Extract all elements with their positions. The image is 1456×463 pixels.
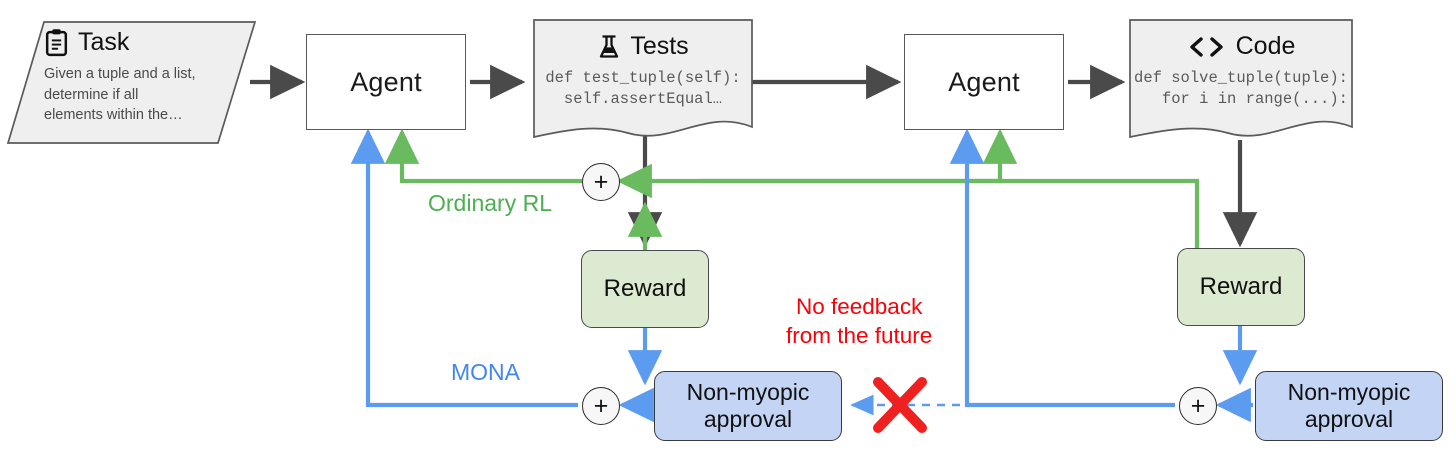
code-title: Code [1235,32,1296,60]
ordinary-rl-label: Ordinary RL [424,190,556,217]
reward1-label: Reward [603,275,687,302]
code-node: Code def solve_tuple(tuple): for i in ra… [1130,20,1352,140]
ordinary-rl-wires [384,128,1200,250]
sum-blue-right-symbol: + [1190,391,1206,420]
reward2-box: Reward [1177,248,1305,326]
sum-node-blue-right: + [1179,387,1217,425]
tests-document-shape [533,19,753,139]
sum-node-blue-left: + [582,387,620,425]
reward2-label: Reward [1199,273,1283,300]
clipboard-icon [44,28,69,57]
approval2-box: Non-myopic approval [1255,371,1443,441]
approval1-line2: approval [703,406,793,432]
tests-node: Tests def test_tuple(self): self.assertE… [534,20,752,140]
no-feedback-line1: No feedback [795,294,923,319]
code-inner: Code def solve_tuple(tuple): for i in ra… [1130,32,1352,110]
code-brackets-icon [1187,36,1227,58]
agent2-box[interactable]: Agent [904,34,1064,130]
agent1-label: Agent [350,66,422,97]
tests-title: Tests [630,32,689,60]
mona-label: MONA [447,359,524,386]
agent1-box[interactable]: Agent [306,34,466,130]
approval2-line1: Non-myopic [1287,378,1411,405]
approval1-line1: Non-myopic [686,378,810,405]
task-title: Task [78,28,130,56]
blue-sum-right-to-agent2 [949,128,1175,408]
no-feedback-note: No feedback from the future [782,293,937,351]
tests-code: def test_tuple(self): self.assertEqual… [545,69,741,108]
green-reward2-to-sum [616,163,1200,248]
mona-wires [350,128,1258,423]
code-header: Code [1187,32,1296,61]
green-sum-to-agent1 [384,128,582,184]
tests-inner: Tests def test_tuple(self): self.assertE… [534,32,752,110]
task-parallelogram-shape [6,21,257,144]
task-description: Given a tuple and a list, determine if a… [44,66,196,124]
green-sum-to-agent2 [700,128,1018,184]
no-feedback-line2: from the future [786,322,933,348]
approval2-line2: approval [1304,406,1394,432]
reward1-box: Reward [581,250,709,328]
red-x-icon [873,377,927,433]
task-node: Task Given a tuple and a list, determine… [44,28,244,136]
blue-sum-left-to-agent1 [350,128,578,408]
code-snippet: def solve_tuple(tuple): for i in range(.… [1134,69,1348,108]
sum-blue-left-symbol: + [593,391,609,420]
approval1-box: Non-myopic approval [654,371,842,441]
flask-icon [597,34,621,60]
agent2-label: Agent [948,66,1020,97]
task-header: Task [44,28,244,57]
sum-green-symbol: + [593,167,609,196]
code-document-shape [1129,19,1353,139]
tests-header: Tests [597,32,689,61]
sum-node-green: + [582,163,620,201]
